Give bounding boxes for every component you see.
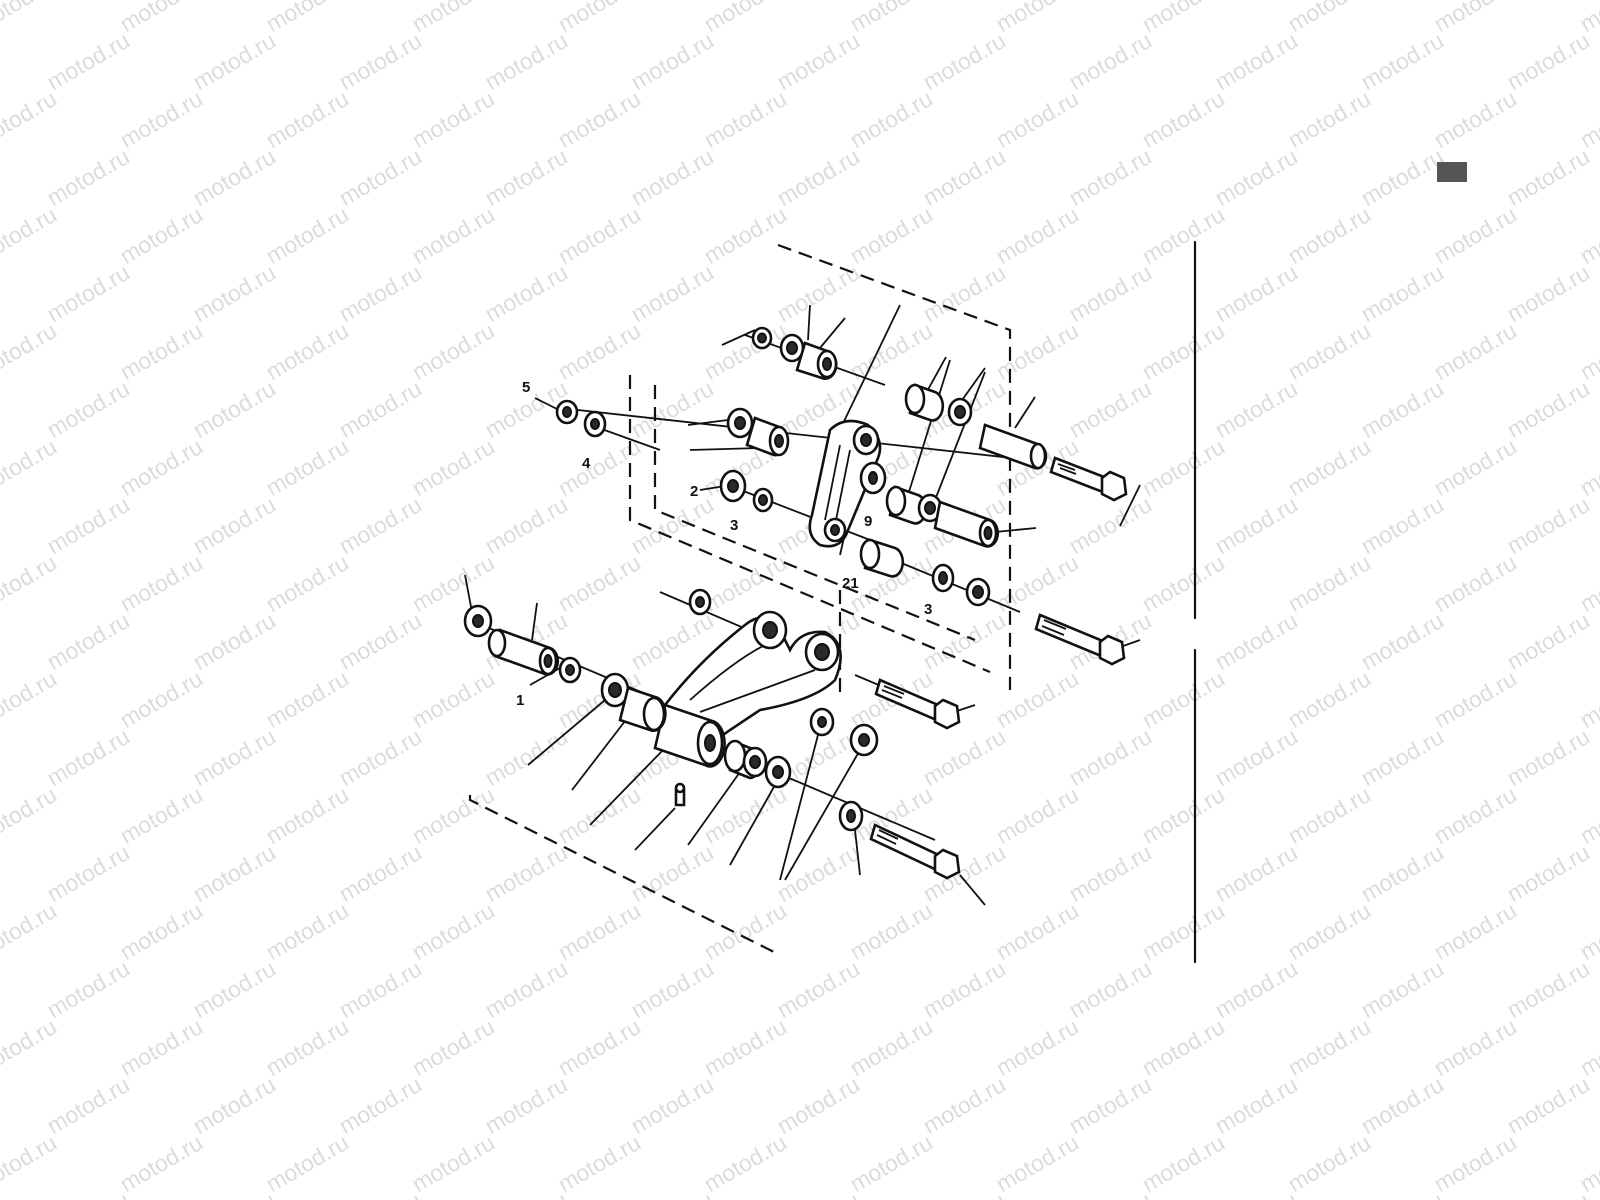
lower-relay-arm bbox=[653, 610, 842, 807]
upper-assembly-bracket bbox=[628, 243, 1012, 690]
bolt-arm bbox=[874, 678, 961, 730]
page-corner-marker bbox=[1437, 162, 1467, 182]
leader-lines bbox=[464, 304, 1141, 906]
callout-3-right: 3 bbox=[924, 601, 932, 618]
upper-link-rod bbox=[808, 419, 887, 548]
bolt-bottom bbox=[869, 823, 961, 880]
upper-parts bbox=[555, 326, 1128, 666]
bolt-upper bbox=[1049, 456, 1128, 502]
callout-3-left: 3 bbox=[730, 517, 738, 534]
bolt-middle bbox=[1034, 613, 1126, 666]
callout-labels: 5 4 2 3 9 21 3 1 bbox=[516, 379, 932, 709]
callout-2: 2 bbox=[690, 483, 698, 500]
lower-parts bbox=[463, 588, 961, 880]
callout-5: 5 bbox=[522, 379, 530, 396]
callout-1: 1 bbox=[516, 692, 524, 709]
callout-9: 9 bbox=[864, 513, 872, 530]
callout-21: 21 bbox=[842, 575, 859, 592]
lower-assembly-bracket bbox=[468, 590, 842, 956]
callout-4: 4 bbox=[582, 455, 591, 472]
